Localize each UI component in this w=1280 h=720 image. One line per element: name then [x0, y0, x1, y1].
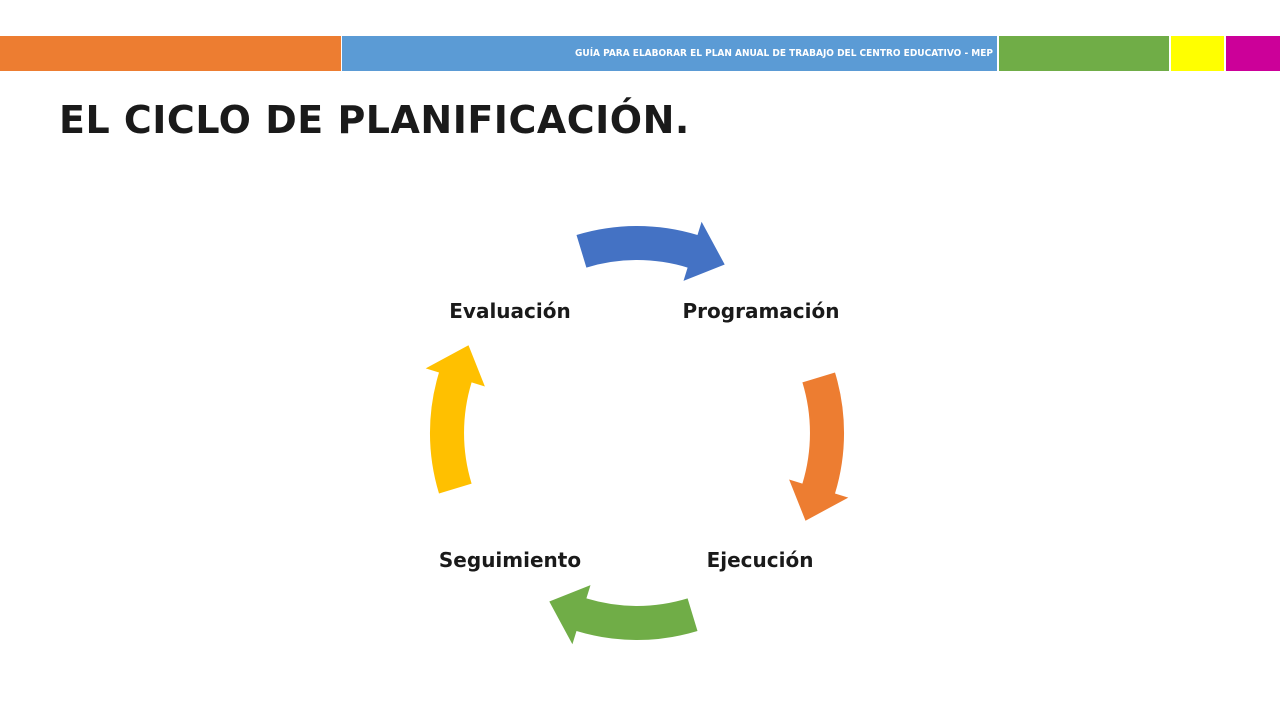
header-banner-text: GUÍA PARA ELABORAR EL PLAN ANUAL DE TRAB…	[575, 48, 993, 59]
arrow-programacion-to-ejecucion	[789, 372, 849, 521]
arrow-evaluacion-to-programacion	[576, 221, 725, 281]
node-seguimiento: Seguimiento	[438, 548, 582, 572]
page-title: EL CICLO DE PLANIFICACIÓN.	[59, 98, 690, 142]
arrow-seguimiento-to-evaluacion	[425, 345, 485, 494]
arrow-ejecucion-to-seguimiento	[549, 585, 698, 645]
node-ejecucion: Ejecución	[706, 548, 814, 572]
header-band-orange	[0, 36, 341, 71]
header-band-magenta	[1226, 36, 1280, 71]
header-band-green	[999, 36, 1169, 71]
node-evaluacion: Evaluación	[449, 299, 571, 323]
header-band-blue: GUÍA PARA ELABORAR EL PLAN ANUAL DE TRAB…	[342, 36, 997, 71]
header-band-yellow	[1171, 36, 1224, 71]
node-programacion: Programación	[682, 299, 840, 323]
